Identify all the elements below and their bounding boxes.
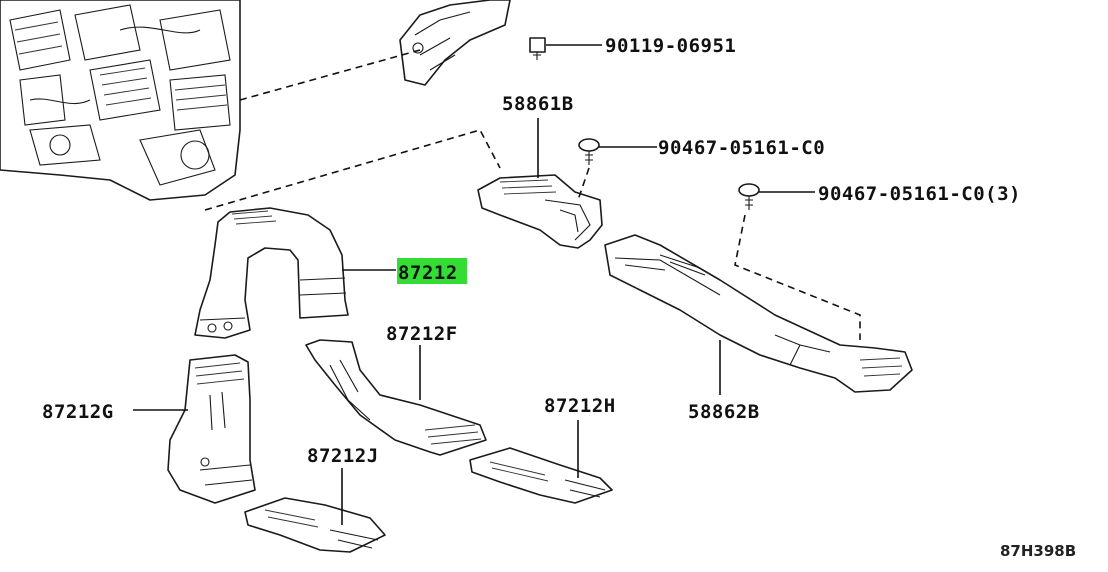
dashed-guide-line — [204, 129, 501, 211]
label-87212h: 87212H — [544, 395, 616, 417]
label-87212j: 87212J — [307, 445, 379, 467]
label-87212f: 87212F — [386, 323, 458, 345]
duct-87212-drawing — [194, 207, 349, 339]
label-90467-05161-c0: 90467-05161-C0 — [658, 137, 825, 159]
dashed-guide-line — [734, 214, 861, 340]
label-58862b: 58862B — [688, 401, 760, 423]
top-bracket-drawing — [399, 0, 511, 86]
duct-87212g-drawing — [167, 354, 256, 504]
duct-87212h-drawing — [469, 447, 613, 504]
label-87212[interactable]: 87212 — [398, 262, 458, 284]
clip-icon — [578, 138, 600, 165]
duct-87212j-drawing — [244, 497, 386, 553]
diagram-ref-code: 87H398B — [1000, 542, 1076, 560]
duct-58861b-drawing — [477, 174, 603, 249]
label-90119-06951: 90119-06951 — [605, 35, 736, 57]
highlight-87212 — [397, 258, 467, 284]
dashed-guide-line — [577, 167, 590, 201]
duct-87212f-drawing — [305, 339, 487, 456]
label-90467-05161-c0-3: 90467-05161-C0(3) — [818, 183, 1021, 205]
dashed-guide-line — [239, 49, 421, 101]
hvac-unit-drawing — [0, 0, 241, 201]
bolt-icon — [529, 37, 546, 60]
clip-icon — [738, 183, 760, 210]
label-58861b: 58861B — [502, 93, 574, 115]
duct-58862b-drawing — [604, 234, 913, 393]
label-87212g: 87212G — [42, 401, 114, 423]
